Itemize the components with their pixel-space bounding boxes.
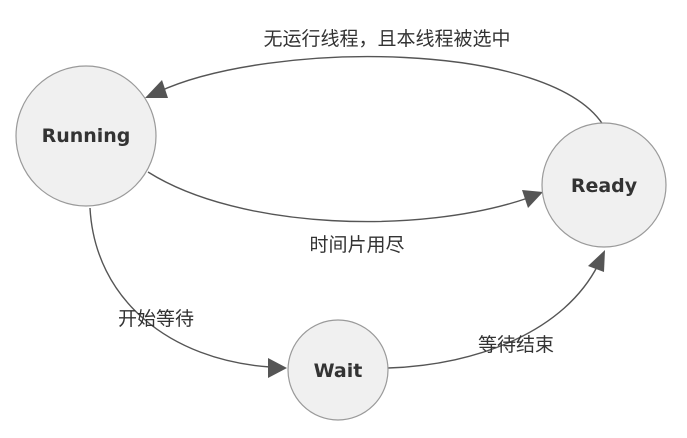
arrowhead-running-to-ready — [522, 190, 543, 208]
edge-running-to-wait — [89, 207, 271, 368]
node-wait-label: Wait — [314, 360, 363, 382]
node-ready-circle — [541, 122, 667, 248]
label-running-to-ready: 时间片用尽 — [309, 234, 404, 256]
edge-wait-to-ready — [387, 264, 599, 369]
node-ready: Ready — [541, 122, 667, 248]
node-wait: Wait — [287, 319, 389, 421]
node-ready-label: Ready — [571, 175, 638, 197]
arrowhead-running-to-wait — [268, 358, 287, 378]
node-running-label: Running — [42, 125, 131, 147]
label-running-to-wait: 开始等待 — [118, 308, 194, 330]
edge-ready-to-running — [157, 55, 606, 129]
label-ready-to-running: 无运行线程，且本线程被选中 — [263, 28, 510, 50]
node-running: Running — [15, 65, 157, 207]
arrowhead-wait-to-ready — [588, 250, 605, 272]
node-wait-circle — [287, 319, 389, 421]
edge-running-to-ready — [147, 171, 529, 223]
label-wait-to-ready: 等待结束 — [478, 334, 554, 356]
arrowhead-ready-to-running — [145, 80, 168, 98]
node-running-circle — [15, 65, 157, 207]
